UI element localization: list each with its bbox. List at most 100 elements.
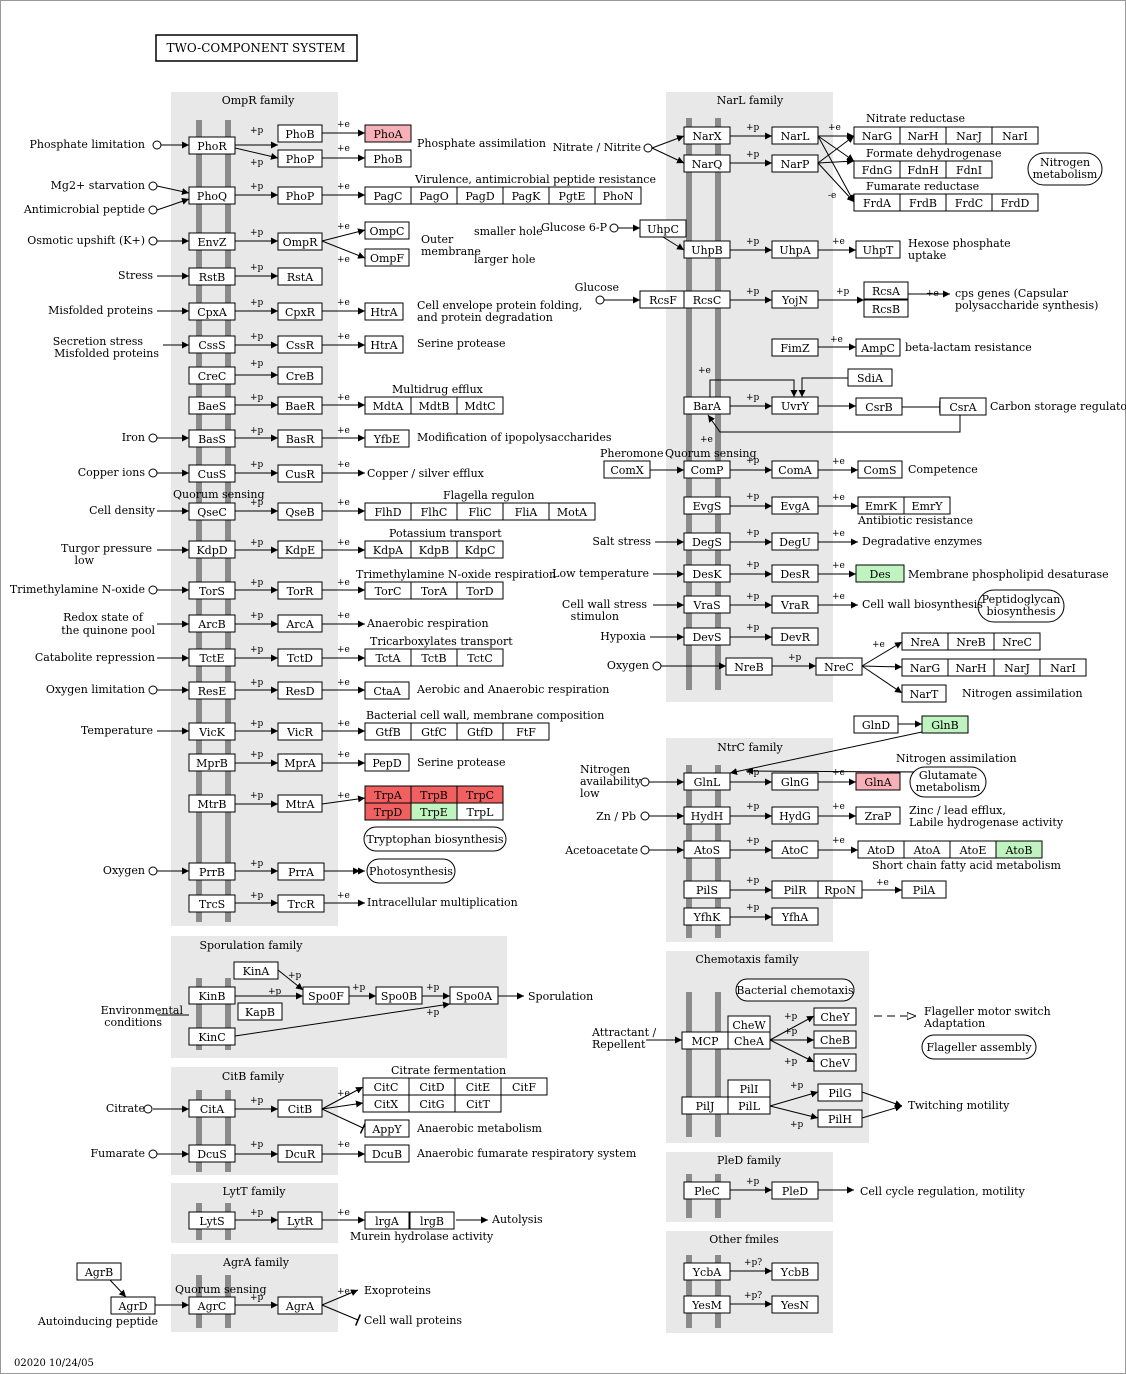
gene-mtrb[interactable]: MtrB (188, 794, 236, 813)
gene-frda[interactable]: FrdA (853, 193, 901, 212)
gene-kdpb[interactable]: KdpB (410, 540, 458, 559)
gene-devs[interactable]: DevS (683, 627, 731, 646)
gene-yesn[interactable]: YesN (771, 1295, 819, 1314)
gene-chew[interactable]: CheW (727, 1015, 771, 1034)
gene-agrb[interactable]: AgrB (76, 1262, 122, 1281)
gene-trcs[interactable]: TrcS (188, 894, 236, 913)
gene-rcsb[interactable]: RcsB (863, 299, 909, 318)
gene-prra[interactable]: PrrA (277, 862, 325, 881)
gene-lrga[interactable]: lrgA (364, 1211, 410, 1230)
gene-baer[interactable]: BaeR (277, 396, 323, 415)
gene-citt[interactable]: CitT (454, 1094, 502, 1113)
gene-degu[interactable]: DegU (771, 532, 819, 551)
gene-atoe[interactable]: AtoE (949, 840, 997, 859)
gene-lytr[interactable]: LytR (277, 1211, 323, 1230)
gene-pilj[interactable]: PilJ (681, 1096, 729, 1115)
gene-ompf[interactable]: OmpF (364, 248, 410, 267)
gene-pgte[interactable]: PgtE (548, 186, 596, 205)
gene-evgs[interactable]: EvgS (683, 496, 731, 515)
gene-gtfd[interactable]: GtfD (456, 722, 504, 741)
gene-degs[interactable]: DegS (683, 532, 731, 551)
gene-devr[interactable]: DevR (771, 627, 819, 646)
gene-qsec[interactable]: QseC (188, 502, 236, 521)
gene-phor[interactable]: PhoR (188, 136, 236, 155)
gene-fdng[interactable]: FdnG (853, 160, 901, 179)
gene-hydg[interactable]: HydG (771, 806, 819, 825)
gene-ompc[interactable]: OmpC (364, 221, 410, 240)
gene-tctb[interactable]: TctB (410, 648, 458, 667)
gene-agrc[interactable]: AgrC (188, 1296, 236, 1315)
gene-mcp[interactable]: MCP (681, 1031, 729, 1050)
gene-atos[interactable]: AtoS (683, 840, 731, 859)
gene-cuss[interactable]: CusS (188, 464, 236, 483)
gene-narx[interactable]: NarX (683, 126, 731, 145)
gene-creb[interactable]: CreB (277, 366, 323, 385)
gene-flhd[interactable]: FlhD (364, 502, 412, 521)
gene-yojn[interactable]: YojN (771, 290, 819, 309)
gene-phop[interactable]: PhoP (277, 149, 323, 168)
gene-vrar[interactable]: VraR (771, 595, 819, 614)
gene-dcur[interactable]: DcuR (277, 1144, 323, 1163)
gene-pagk[interactable]: PagK (502, 186, 550, 205)
pathway-link-glutamate[interactable] (909, 766, 987, 798)
gene-citg[interactable]: CitG (408, 1094, 456, 1113)
gene-evga[interactable]: EvgA (771, 496, 819, 515)
gene-narh[interactable]: NarH (947, 658, 995, 677)
gene-torc[interactable]: TorC (364, 581, 412, 600)
gene-rcsf[interactable]: RcsF (639, 290, 687, 309)
gene-narg[interactable]: NarG (853, 126, 901, 145)
gene-mtra[interactable]: MtrA (277, 794, 323, 813)
gene-pagc[interactable]: PagC (364, 186, 412, 205)
gene-cpxa[interactable]: CpxA (188, 302, 236, 321)
gene-atob[interactable]: AtoB (995, 840, 1043, 859)
gene-nreb[interactable]: NreB (947, 632, 995, 651)
gene-appy[interactable]: AppY (364, 1119, 410, 1138)
gene-rese[interactable]: ResE (188, 681, 236, 700)
gene-trpb[interactable]: TrpB (410, 785, 458, 804)
gene-narp[interactable]: NarP (771, 154, 819, 173)
gene-glng[interactable]: GlnG (771, 772, 819, 791)
gene-lrgb[interactable]: lrgB (409, 1211, 455, 1230)
gene-ampc[interactable]: AmpC (855, 338, 901, 357)
gene-basr[interactable]: BasR (277, 429, 323, 448)
gene-ompr[interactable]: OmpR (277, 232, 323, 251)
gene-tora[interactable]: TorA (410, 581, 458, 600)
gene-arcb[interactable]: ArcB (188, 614, 236, 633)
pathway-link-photosynthesis[interactable] (366, 858, 456, 884)
gene-yfbe[interactable]: YfbE (364, 429, 410, 448)
gene-flhc[interactable]: FlhC (410, 502, 458, 521)
gene-nrea[interactable]: NreA (901, 632, 949, 651)
gene-ftf[interactable]: FtF (502, 722, 550, 741)
gene-atod[interactable]: AtoD (857, 840, 905, 859)
gene-pepd[interactable]: PepD (364, 753, 410, 772)
gene-vras[interactable]: VraS (683, 595, 731, 614)
gene-pilg[interactable]: PilG (817, 1083, 863, 1102)
gene-flia[interactable]: FliA (502, 502, 550, 521)
gene-phon[interactable]: PhoN (594, 186, 642, 205)
gene-crec[interactable]: CreC (188, 366, 236, 385)
gene-uhpb[interactable]: UhpB (683, 240, 731, 259)
gene-coms[interactable]: ComS (857, 460, 903, 479)
gene-tcta[interactable]: TctA (364, 648, 412, 667)
gene-narj[interactable]: NarJ (945, 126, 993, 145)
gene-ctaa[interactable]: CtaA (364, 681, 410, 700)
gene-mdtc[interactable]: MdtC (456, 396, 504, 415)
gene-narg[interactable]: NarG (901, 658, 949, 677)
pathway-link-bacterial-chemotaxis[interactable] (735, 978, 855, 1002)
gene-csss[interactable]: CssS (188, 335, 236, 354)
gene-des[interactable]: Des (855, 564, 905, 583)
gene-emry[interactable]: EmrY (903, 496, 951, 515)
gene-kdpd[interactable]: KdpD (188, 540, 236, 559)
gene-cpxr[interactable]: CpxR (277, 302, 323, 321)
gene-mota[interactable]: MotA (548, 502, 596, 521)
gene-ycbb[interactable]: YcbB (771, 1262, 819, 1281)
gene-rstb[interactable]: RstB (188, 267, 236, 286)
gene-bara[interactable]: BarA (683, 396, 731, 415)
gene-pled[interactable]: PleD (771, 1181, 819, 1200)
gene-pago[interactable]: PagO (410, 186, 458, 205)
gene-kinc[interactable]: KinC (188, 1027, 236, 1046)
gene-narj[interactable]: NarJ (993, 658, 1041, 677)
gene-chev[interactable]: CheV (813, 1053, 857, 1072)
gene-pila[interactable]: PilA (901, 880, 947, 899)
gene-nart[interactable]: NarT (901, 684, 947, 703)
